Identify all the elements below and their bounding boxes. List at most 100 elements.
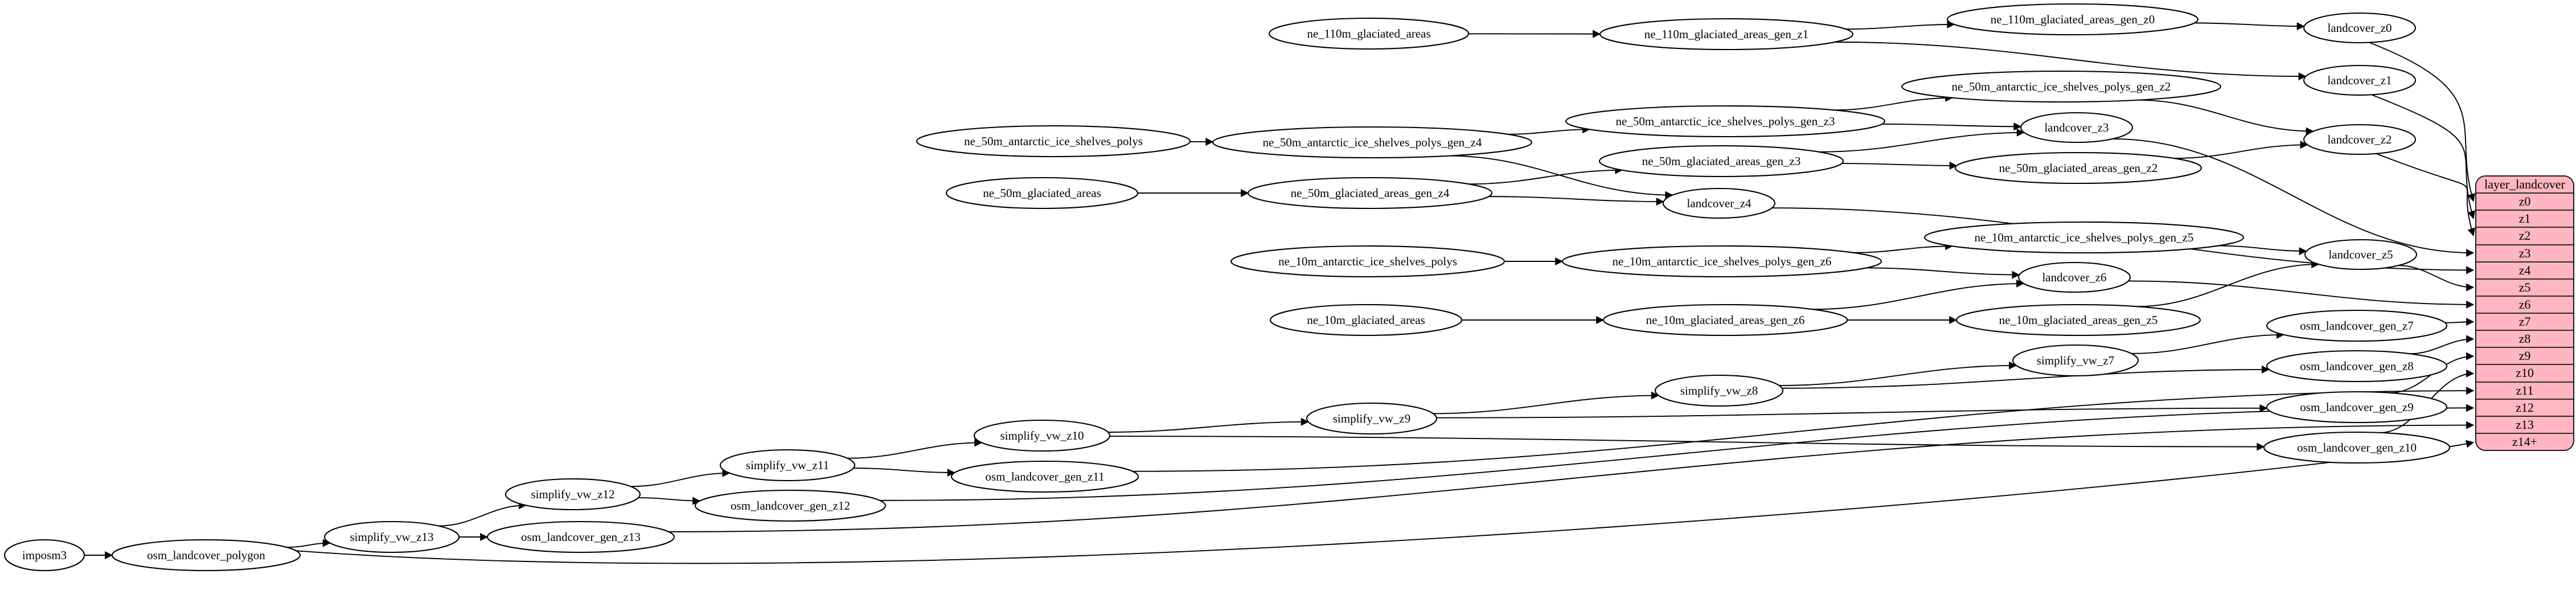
node-ne_110m_glaciated_areas_gen_z0: ne_110m_glaciated_areas_gen_z0 xyxy=(1946,3,2199,36)
node-osm_landcover_polygon: osm_landcover_polygon xyxy=(111,539,301,572)
node-osm_landcover_gen_z10: osm_landcover_gen_z10 xyxy=(2263,431,2451,464)
node-ellipse-simplify_vw_z10 xyxy=(973,419,1111,452)
edge-landcover_z0-to-zoom-z0 xyxy=(2369,42,2475,202)
edge-ne_10m_glaciated_areas_gen_z6-to-landcover_z6 xyxy=(1812,279,2025,310)
node-label-osm_landcover_gen_z12: osm_landcover_gen_z12 xyxy=(731,499,850,512)
edge-simplify_vw_z12-to-osm_landcover_gen_z12 xyxy=(638,497,701,505)
edge-simplify_vw_z8-to-osm_landcover_gen_z8 xyxy=(1782,365,2270,389)
node-ne_50m_glaciated_areas_gen_z2: ne_50m_glaciated_areas_gen_z2 xyxy=(1954,151,2202,184)
node-osm_landcover_gen_z13: osm_landcover_gen_z13 xyxy=(486,520,675,553)
node-simplify_vw_z7: simplify_vw_z7 xyxy=(2012,344,2139,377)
edge-ne_50m_antarctic_ice_shelves_polys_gen_z3-to-landcover_z3 xyxy=(1882,122,2022,131)
node-label-osm_landcover_polygon: osm_landcover_polygon xyxy=(147,548,265,562)
node-ellipse-osm_landcover_gen_z13 xyxy=(486,520,675,553)
node-ellipse-landcover_z0 xyxy=(2303,12,2417,44)
node-ellipse-osm_landcover_gen_z8 xyxy=(2266,350,2448,383)
edge-simplify_vw_z11-to-osm_landcover_gen_z11 xyxy=(853,468,955,477)
node-ne_10m_glaciated_areas_gen_z6: ne_10m_glaciated_areas_gen_z6 xyxy=(1602,304,1848,337)
node-label-osm_landcover_gen_z7: osm_landcover_gen_z7 xyxy=(2300,319,2413,333)
node-ellipse-ne_110m_glaciated_areas xyxy=(1268,17,1470,50)
node-ellipse-simplify_vw_z11 xyxy=(719,449,856,482)
node-label-simplify_vw_z10: simplify_vw_z10 xyxy=(1000,429,1084,442)
node-label-ne_10m_glaciated_areas_gen_z6: ne_10m_glaciated_areas_gen_z6 xyxy=(1646,313,1805,327)
zoom-row-z13: z13 xyxy=(2476,415,2573,433)
edge-ne_10m_antarctic_ice_shelves_polys_gen_z6-to-ne_10m_antarctic_ice_shelves_polys_gen_z5 xyxy=(1853,242,1954,253)
zoom-row-z11: z11 xyxy=(2476,381,2573,399)
node-label-simplify_vw_z7: simplify_vw_z7 xyxy=(2037,354,2115,367)
node-ellipse-ne_10m_glaciated_areas_gen_z5 xyxy=(1955,304,2201,337)
node-label-simplify_vw_z8: simplify_vw_z8 xyxy=(1680,384,1758,397)
node-label-simplify_vw_z12: simplify_vw_z12 xyxy=(531,487,615,501)
edge-ne_50m_antarctic_ice_shelves_polys_gen_z4-to-ne_50m_antarctic_ice_shelves_polys_gen_z3 xyxy=(1508,125,1591,135)
zoom-row-z6: z6 xyxy=(2476,295,2573,313)
node-ne_50m_glaciated_areas: ne_50m_glaciated_areas xyxy=(945,177,1139,210)
node-ne_50m_antarctic_ice_shelves_polys_gen_z4: ne_50m_antarctic_ice_shelves_polys_gen_z… xyxy=(1212,126,1533,159)
node-ellipse-ne_50m_antarctic_ice_shelves_polys_gen_z2 xyxy=(1901,70,2222,103)
node-label-ne_110m_glaciated_areas_gen_z1: ne_110m_glaciated_areas_gen_z1 xyxy=(1644,27,1808,41)
node-ne_50m_glaciated_areas_gen_z4: ne_50m_glaciated_areas_gen_z4 xyxy=(1247,177,1493,210)
edge-landcover_z6-to-zoom-z6 xyxy=(2128,280,2475,309)
node-ellipse-ne_50m_antarctic_ice_shelves_polys_gen_z3 xyxy=(1565,105,1886,138)
edge-ne_50m_antarctic_ice_shelves_polys_gen_z4-to-landcover_z4 xyxy=(1449,155,1673,199)
edge-ne_110m_glaciated_areas_gen_z1-to-landcover_z1 xyxy=(1835,41,2307,81)
node-ne_110m_glaciated_areas: ne_110m_glaciated_areas xyxy=(1268,17,1470,50)
node-osm_landcover_gen_z7: osm_landcover_gen_z7 xyxy=(2266,309,2448,342)
node-landcover_z3: landcover_z3 xyxy=(2020,112,2134,143)
edge-simplify_vw_z13-to-simplify_vw_z12 xyxy=(438,501,527,527)
node-label-ne_10m_glaciated_areas_gen_z5: ne_10m_glaciated_areas_gen_z5 xyxy=(1999,313,2158,327)
node-ellipse-landcover_z1 xyxy=(2303,64,2417,96)
node-label-landcover_z4: landcover_z4 xyxy=(1687,196,1751,210)
zoom-row-z14+: z14+ xyxy=(2476,432,2573,450)
node-label-imposm3: imposm3 xyxy=(22,548,67,562)
node-simplify_vw_z8: simplify_vw_z8 xyxy=(1654,374,1784,407)
node-osm_landcover_gen_z9: osm_landcover_gen_z9 xyxy=(2266,391,2448,424)
edge-osm_landcover_gen_z7-to-zoom-z7 xyxy=(2445,318,2475,326)
node-ellipse-osm_landcover_gen_z11 xyxy=(950,460,1139,493)
node-osm_landcover_gen_z8: osm_landcover_gen_z8 xyxy=(2266,350,2448,383)
edge-osm_landcover_gen_z13-to-zoom-z13 xyxy=(668,421,2475,532)
node-label-ne_50m_glaciated_areas_gen_z4: ne_50m_glaciated_areas_gen_z4 xyxy=(1291,186,1450,200)
node-ellipse-ne_50m_antarctic_ice_shelves_polys xyxy=(916,125,1191,158)
node-simplify_vw_z12: simplify_vw_z12 xyxy=(504,478,641,511)
edge-simplify_vw_z11-to-simplify_vw_z10 xyxy=(847,438,983,459)
node-label-landcover_z6: landcover_z6 xyxy=(2042,270,2106,284)
node-osm_landcover_gen_z11: osm_landcover_gen_z11 xyxy=(950,460,1139,493)
node-label-ne_110m_glaciated_areas_gen_z0: ne_110m_glaciated_areas_gen_z0 xyxy=(1991,13,2155,26)
node-label-ne_10m_glaciated_areas: ne_10m_glaciated_areas xyxy=(1307,313,1425,327)
node-ellipse-landcover_z6 xyxy=(2017,261,2131,293)
node-label-osm_landcover_gen_z10: osm_landcover_gen_z10 xyxy=(2297,441,2417,454)
node-ellipse-ne_50m_antarctic_ice_shelves_polys_gen_z4 xyxy=(1212,126,1533,159)
edge-ne_50m_antarctic_ice_shelves_polys_gen_z2-to-landcover_z2 xyxy=(2137,99,2314,136)
node-ellipse-osm_landcover_gen_z12 xyxy=(694,489,887,522)
node-ellipse-ne_10m_antarctic_ice_shelves_polys xyxy=(1230,245,1506,278)
node-ellipse-landcover_z4 xyxy=(1662,187,1776,219)
edge-simplify_vw_z9-to-simplify_vw_z8 xyxy=(1433,391,1659,415)
node-label-ne_10m_antarctic_ice_shelves_polys: ne_10m_antarctic_ice_shelves_polys xyxy=(1278,255,1457,268)
node-landcover_z5: landcover_z5 xyxy=(2304,239,2418,270)
zoom-row-z3: z3 xyxy=(2476,244,2573,261)
zoom-row-z4: z4 xyxy=(2476,261,2573,278)
edge-simplify_vw_z7-to-osm_landcover_gen_z7 xyxy=(2131,330,2285,354)
node-landcover_z0: landcover_z0 xyxy=(2303,12,2417,44)
edge-simplify_vw_z9-to-osm_landcover_gen_z9 xyxy=(1436,404,2268,419)
edge-osm_landcover_gen_z8-to-zoom-z8 xyxy=(2410,335,2475,355)
edge-simplify_vw_z10-to-simplify_vw_z9 xyxy=(1108,417,1309,433)
node-label-landcover_z5: landcover_z5 xyxy=(2328,248,2393,261)
node-ellipse-simplify_vw_z9 xyxy=(1306,402,1438,435)
node-ne_10m_glaciated_areas_gen_z5: ne_10m_glaciated_areas_gen_z5 xyxy=(1955,304,2201,337)
node-ellipse-ne_50m_glaciated_areas_gen_z4 xyxy=(1247,177,1493,210)
node-label-landcover_z3: landcover_z3 xyxy=(2044,121,2109,134)
node-label-landcover_z1: landcover_z1 xyxy=(2327,73,2392,87)
node-ne_50m_antarctic_ice_shelves_polys: ne_50m_antarctic_ice_shelves_polys xyxy=(916,125,1191,158)
nodes-layer: imposm3 osm_landcover_polygon simplify_vw_… xyxy=(3,3,2451,572)
node-label-ne_110m_glaciated_areas: ne_110m_glaciated_areas xyxy=(1307,27,1430,40)
node-ellipse-simplify_vw_z8 xyxy=(1654,374,1784,407)
node-ne_10m_antarctic_ice_shelves_polys_gen_z6: ne_10m_antarctic_ice_shelves_polys_gen_z… xyxy=(1561,245,1882,278)
node-landcover_z6: landcover_z6 xyxy=(2017,261,2131,293)
node-label-osm_landcover_gen_z9: osm_landcover_gen_z9 xyxy=(2300,400,2413,414)
edge-ne_110m_glaciated_areas_gen_z0-to-landcover_z0 xyxy=(2194,22,2305,31)
node-ne_110m_glaciated_areas_gen_z1: ne_110m_glaciated_areas_gen_z1 xyxy=(1599,18,1854,51)
node-label-simplify_vw_z11: simplify_vw_z11 xyxy=(746,458,829,472)
